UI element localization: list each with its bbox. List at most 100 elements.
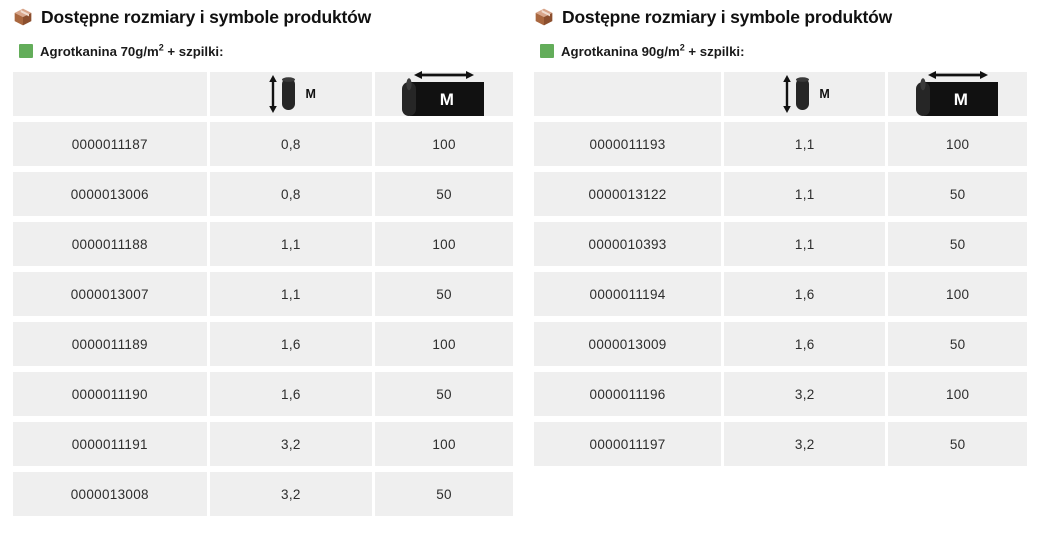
panel-title-row: Dostępne rozmiary i symbole produktów [13,2,516,32]
subtitle-prefix: Agrotkanina 70g/m [40,43,159,59]
panel-subtitle-row: Agrotkanina 70g/m2 + szpilki: [13,38,516,64]
table-row: 0000011196 3,2 100 [534,372,1027,416]
cell-symbol: 0000011193 [534,122,722,166]
table-row: 0000013122 1,1 50 [534,172,1027,216]
cell-width: 3,2 [724,372,886,416]
cell-symbol: 0000011187 [13,122,207,166]
table-row: 0000011187 0,8 100 [13,122,513,166]
table-row: 0000011193 1,1 100 [534,122,1027,166]
product-size-table: M M [10,66,516,522]
panel-subtitle-row: Agrotkanina 90g/m2 + szpilki: [534,38,1030,64]
cell-length: 50 [375,372,513,416]
roll-height-meters-icon [783,75,810,113]
header-roll-height: M [724,72,886,116]
table-header-row: M M [534,71,1027,116]
cell-width: 1,1 [724,172,886,216]
cell-width: 1,1 [209,272,373,316]
cell-length: 50 [375,272,513,316]
cell-width: 3,2 [724,422,886,466]
header-symbol [534,72,722,116]
header-roll-height: M [209,72,373,116]
table-row: 0000013007 1,1 50 [13,272,513,316]
subtitle-suffix: + szpilki: [684,43,745,59]
cell-width: 3,2 [209,472,373,516]
subtitle-superscript: 2 [679,42,685,53]
package-box-icon [14,8,32,26]
cell-symbol: 0000013008 [13,472,207,516]
roll-length-meters-icon: M [915,71,998,116]
subtitle-superscript: 2 [158,42,164,53]
cell-length: 50 [888,172,1027,216]
cell-length: 100 [888,272,1027,316]
table-header-row: M M [13,71,513,116]
cell-width: 1,6 [209,372,373,416]
header-roll-length: M [375,71,513,116]
cell-symbol: 0000011190 [13,372,207,416]
panel-subtitle: Agrotkanina 90g/m2 + szpilki: [561,42,745,59]
table-row: 0000011188 1,1 100 [13,222,513,266]
product-size-table: M M [531,66,1030,472]
cell-symbol: 0000011191 [13,422,207,466]
cell-symbol: 0000011194 [534,272,722,316]
table-row: 0000010393 1,1 50 [534,222,1027,266]
table-row: 0000011190 1,6 50 [13,372,513,416]
cell-length: 100 [375,422,513,466]
cell-length: 100 [888,372,1027,416]
panel-title-row: Dostępne rozmiary i symbole produktów [534,2,1030,32]
roll-height-meters-icon [269,75,296,113]
table-row: 0000013009 1,6 50 [534,322,1027,366]
panel-agrotkanina-70: Dostępne rozmiary i symbole produktów Ag… [0,0,520,538]
cell-symbol: 0000013122 [534,172,722,216]
cell-symbol: 0000013009 [534,322,722,366]
cell-symbol: 0000011189 [13,322,207,366]
cell-length: 100 [888,122,1027,166]
page-title: Dostępne rozmiary i symbole produktów [41,6,372,27]
cell-width: 1,6 [724,272,886,316]
cell-width: 0,8 [209,172,373,216]
table-row: 0000013008 3,2 50 [13,472,513,516]
package-box-icon [535,8,553,26]
table-body: 0000011187 0,8 100 0000013006 0,8 50 000… [13,122,513,516]
table-body: 0000011193 1,1 100 0000013122 1,1 50 000… [534,122,1027,466]
cell-width: 1,6 [724,322,886,366]
cell-length: 100 [375,122,513,166]
header-unit-label: M [305,87,317,101]
cell-width: 1,1 [209,222,373,266]
roll-length-meters-icon: M [402,71,485,116]
green-square-icon [19,44,33,58]
page-title: Dostępne rozmiary i symbole produktów [562,6,893,27]
cell-symbol: 0000010393 [534,222,722,266]
table-row: 0000011194 1,6 100 [534,272,1027,316]
subtitle-prefix: Agrotkanina 90g/m [561,43,680,59]
panel-agrotkanina-90: Dostępne rozmiary i symbole produktów Ag… [520,0,1041,538]
cell-symbol: 0000011196 [534,372,722,416]
cell-length: 100 [375,222,513,266]
table-row: 0000011191 3,2 100 [13,422,513,466]
svg-text:M: M [953,90,967,109]
panel-subtitle: Agrotkanina 70g/m2 + szpilki: [40,42,224,59]
header-symbol [13,72,207,116]
header-roll-length: M [888,71,1027,116]
header-unit-label: M [819,87,831,101]
cell-length: 50 [888,422,1027,466]
cell-symbol: 0000013007 [13,272,207,316]
cell-width: 0,8 [209,122,373,166]
subtitle-suffix: + szpilki: [163,43,224,59]
cell-width: 1,1 [724,122,886,166]
cell-width: 3,2 [209,422,373,466]
cell-length: 50 [888,222,1027,266]
table-row: 0000013006 0,8 50 [13,172,513,216]
cell-symbol: 0000011197 [534,422,722,466]
cell-length: 50 [375,172,513,216]
cell-length: 50 [888,322,1027,366]
green-square-icon [540,44,554,58]
cell-width: 1,1 [724,222,886,266]
svg-text:M: M [440,90,454,109]
cell-length: 100 [375,322,513,366]
table-row: 0000011197 3,2 50 [534,422,1027,466]
cell-symbol: 0000013006 [13,172,207,216]
cell-length: 50 [375,472,513,516]
cell-width: 1,6 [209,322,373,366]
table-row: 0000011189 1,6 100 [13,322,513,366]
